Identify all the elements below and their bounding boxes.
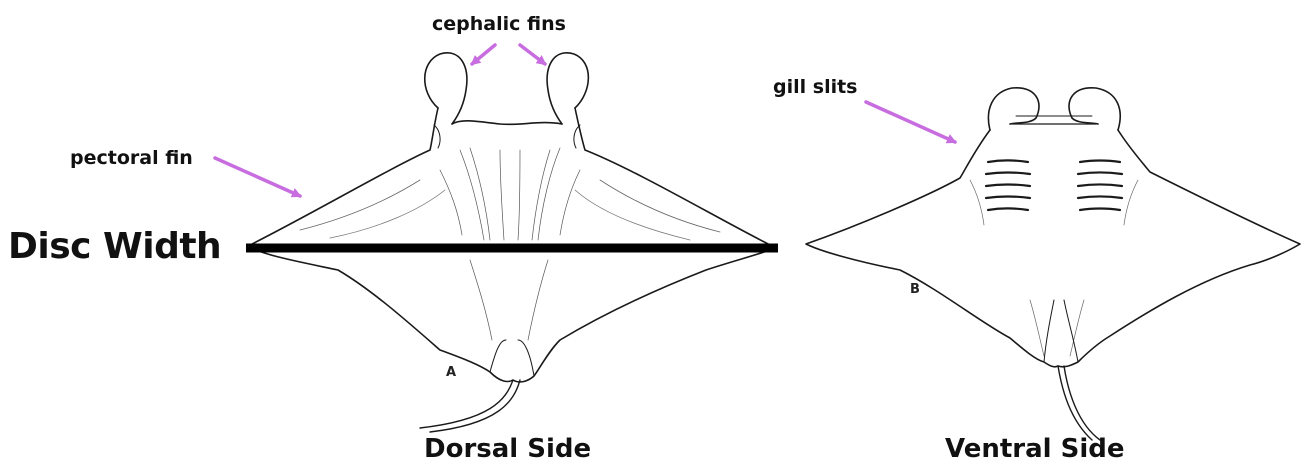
cephalic-arrow-right xyxy=(520,45,545,64)
disc-width-label: Disc Width xyxy=(8,226,221,267)
ventral-gill-slits-right xyxy=(1078,161,1122,211)
ventral-side-label: Ventral Side xyxy=(945,434,1125,464)
pointer-arrows xyxy=(215,45,955,196)
figure-letter-a: A xyxy=(446,365,456,380)
dorsal-tail xyxy=(420,380,520,432)
pectoral-fin-label: pectoral fin xyxy=(70,147,193,169)
cephalic-arrow-left xyxy=(472,45,495,64)
ventral-tail xyxy=(1058,366,1100,440)
gill-slits-label: gill slits xyxy=(773,76,857,98)
dorsal-left-cephalic-fin xyxy=(425,53,467,124)
dorsal-ray-illustration xyxy=(248,53,776,432)
figure-letter-b: B xyxy=(910,282,920,297)
dorsal-head xyxy=(452,121,562,125)
cephalic-fins-label: cephalic fins xyxy=(432,13,566,35)
ventral-body-outline xyxy=(806,130,1300,367)
dorsal-side-label: Dorsal Side xyxy=(424,434,591,464)
ventral-ray-illustration xyxy=(806,88,1300,440)
dorsal-right-cephalic-fin xyxy=(547,53,588,124)
ventral-gill-slits-left xyxy=(986,161,1030,211)
pectoral-fin-arrow xyxy=(215,158,300,196)
gill-slits-arrow xyxy=(866,102,955,142)
